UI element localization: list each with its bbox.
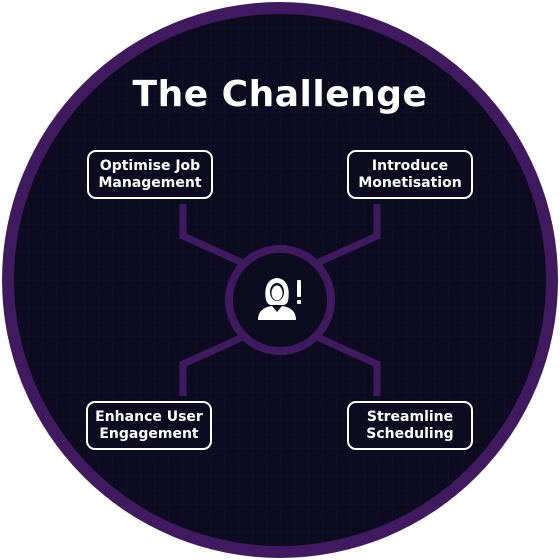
node-label-line2: Monetisation bbox=[358, 174, 462, 191]
node-label-line2: Engagement bbox=[99, 425, 199, 442]
node-label-line2: Scheduling bbox=[366, 425, 454, 442]
node-label-line1: Optimise Job bbox=[99, 157, 201, 174]
node-optimise-job-management: Optimise Job Management bbox=[87, 150, 213, 199]
connector-bottom-right bbox=[315, 333, 381, 396]
person-alert-icon bbox=[258, 278, 301, 320]
node-label-line2: Management bbox=[98, 174, 202, 191]
connector-bottom-left bbox=[179, 333, 245, 396]
node-label-line1: Streamline bbox=[366, 408, 454, 425]
node-label-line1: Enhance User bbox=[95, 408, 203, 425]
node-enhance-user-engagement: Enhance User Engagement bbox=[86, 401, 212, 450]
connector-top-left bbox=[179, 204, 245, 267]
diagram-title: The Challenge bbox=[132, 74, 428, 115]
node-label-line1: Introduce bbox=[371, 157, 449, 174]
node-streamline-scheduling: Streamline Scheduling bbox=[347, 401, 473, 450]
node-introduce-monetisation: Introduce Monetisation bbox=[347, 150, 473, 199]
connector-top-right bbox=[315, 204, 381, 267]
